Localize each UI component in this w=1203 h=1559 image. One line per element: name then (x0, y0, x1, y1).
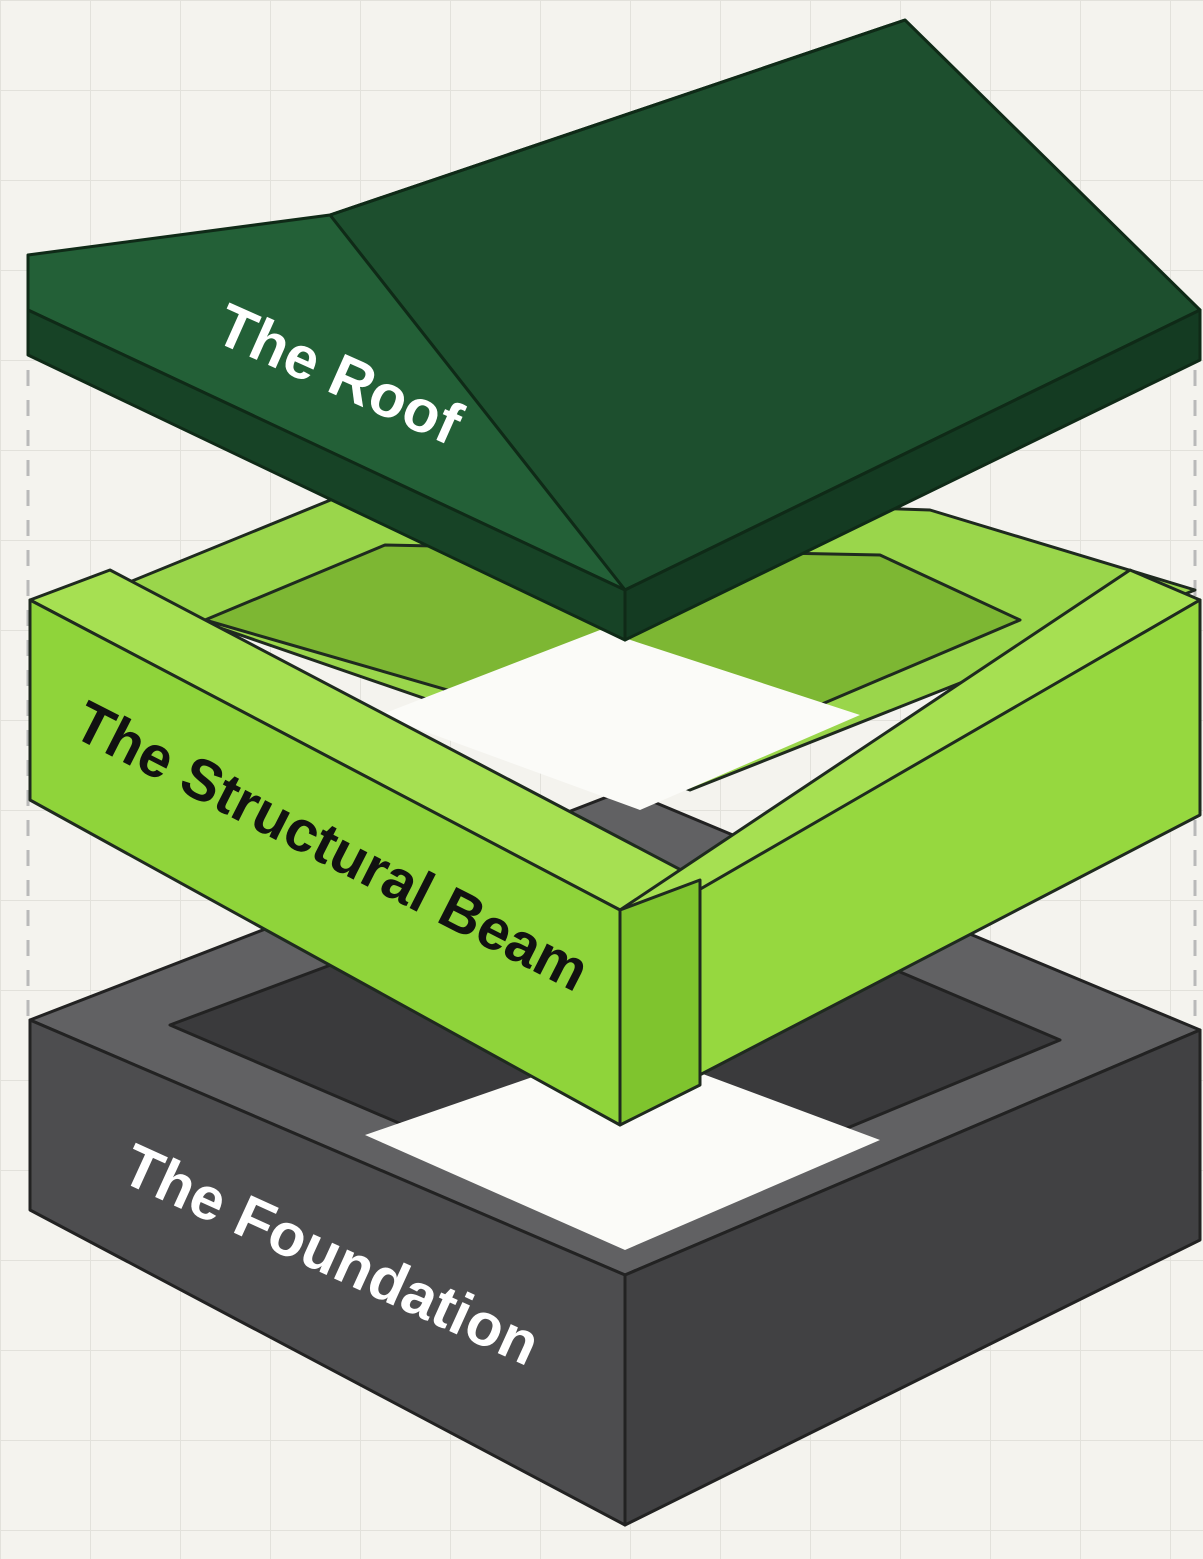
roof-ridge (329, 18, 906, 217)
beam-center-gap (380, 630, 860, 810)
foundation-right-face (623, 1028, 1202, 1527)
beam-layer (28, 488, 1202, 1127)
roof-layer (26, 18, 1202, 642)
beam-corner-face (618, 878, 702, 1127)
foundation-inner-opening (365, 1045, 880, 1250)
roof-right-eave (623, 308, 1202, 642)
